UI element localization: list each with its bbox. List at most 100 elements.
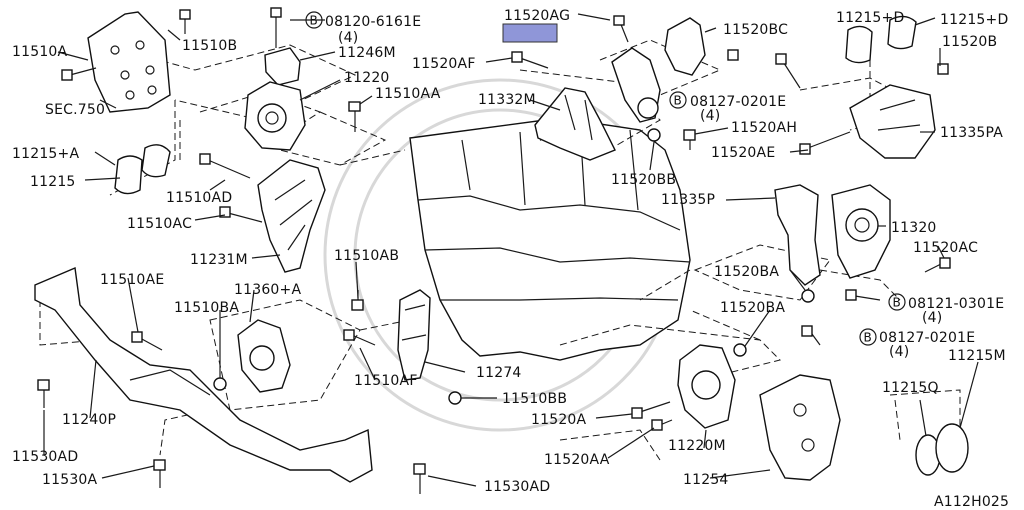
nut-11520bb [647,128,661,142]
label-11520ae: 11520AE [711,145,775,161]
nut-11510ba [213,377,227,391]
label-11510a: 11510A [12,44,68,60]
bolt-11520aa [651,419,673,431]
bracket-11246m [264,7,301,86]
label-11320: 11320 [891,220,937,236]
bracket-11254 [759,374,841,481]
label-11520ba-1: 11520BA [714,264,779,280]
label-11274: 11274 [476,365,522,381]
label-11215a: 11215+A [12,146,79,162]
bolt-11510ac [219,206,263,223]
nut-11520ba-2 [733,343,747,357]
b-badge-08121: B [888,293,906,311]
label-11510ab: 11510AB [334,248,399,264]
label-11520bb: 11520BB [611,172,676,188]
label-11520ag: 11520AG [504,8,570,24]
bolt-11510aa [348,101,361,132]
label-11520af: 11520AF [412,56,476,72]
label-11520a: 11520A [531,412,587,428]
label-11510ad: 11510AD [166,190,232,206]
bolt-11520af [511,51,549,69]
label-11335p: 11335P [661,192,715,208]
bolt-08121 [845,289,881,301]
diagram-code: A112H025 [934,494,1009,510]
nut-11520ba-1 [801,289,815,303]
label-11510b: 11510B [182,38,237,54]
bolt-11520a [631,401,671,419]
insulator-11215q [915,423,969,476]
bracket-11274 [397,289,431,381]
label-11360a: 11360+A [234,282,301,298]
label-11530ad-1: 11530AD [12,449,78,465]
bolt-08127-b [801,325,821,346]
label-11220: 11220 [344,70,390,86]
label-11520ba-2: 11520BA [720,300,785,316]
label-08127-0201e-a: 08127-0201E [690,94,786,110]
label-11510af: 11510AF [354,373,418,389]
b-badge-08127-a: B [669,91,687,109]
label-11520aa: 11520AA [544,452,610,468]
sec750-bracket [87,11,171,113]
bolt-11520ac [924,257,951,273]
label-11231m: 11231M [190,252,248,268]
label-08120-qty: (4) [338,30,358,46]
label-11520b: 11520B [942,34,997,50]
bracket-11335p [774,184,821,286]
insulator-11215-a [114,144,171,195]
mount-11360a [237,319,291,393]
label-11510ae: 11510AE [100,272,164,288]
svg-text:B: B [310,14,318,28]
mount-11520ag [611,15,661,123]
mount-11220m [677,344,736,429]
bolt-11520ae [799,131,851,155]
bolt-11510af [343,329,376,346]
bracket-11231m [257,159,326,273]
label-08120-6161e: 08120-6161E [325,14,421,30]
bolt-11510b [179,9,191,34]
bolt-11510ad [199,153,251,179]
label-11254: 11254 [683,472,729,488]
svg-text:B: B [893,296,901,310]
bolt-11510ae [131,331,163,351]
label-11332m: 11332M [478,92,536,108]
label-11240p: 11240P [62,412,116,428]
label-11530a: 11530A [42,472,98,488]
label-08121-qty: (4) [922,310,942,326]
label-11510bb: 11510BB [502,391,567,407]
label-11215: 11215 [30,174,76,190]
label-11510ba: 11510BA [174,300,239,316]
label-08127-qty-b: (4) [889,344,909,360]
label-11215q: 11215Q [882,380,939,396]
label-08121-0301e: 08121-0301E [908,296,1004,312]
label-11520ac: 11520AC [913,240,978,256]
label-08127-qty-a: (4) [700,108,720,124]
bolt-11520b [937,63,949,75]
b-badge-08127-b: B [859,328,877,346]
engine-block [409,117,691,361]
label-11510aa: 11510AA [375,86,441,102]
svg-text:B: B [674,94,682,108]
label-11530ad-2: 11530AD [484,479,550,495]
bracket-11332m [534,87,616,161]
label-08127-0201e-b: 08127-0201E [879,330,975,346]
bracket-11520bc [664,17,739,76]
svg-text:B: B [864,331,872,345]
mount-11320 [831,184,891,279]
bolt-11530a [153,459,166,488]
label-11215m: 11215M [948,348,1006,364]
label-11215d-1: 11215+D [836,10,904,26]
label-11520bc: 11520BC [723,22,788,38]
bolt-11510a [61,67,97,81]
mount-11220 [244,81,306,151]
label-11246m: 11246M [338,45,396,61]
bolt-11530ad-2 [413,463,426,494]
label-11220m: 11220M [668,438,726,454]
bracket-11335pa [849,84,936,159]
leader-lines [43,13,979,487]
bolt-11520ah [683,129,696,150]
label-11520ah: 11520AH [731,120,797,136]
crossmember-11240p [34,266,373,483]
label-11510ac: 11510AC [127,216,192,232]
